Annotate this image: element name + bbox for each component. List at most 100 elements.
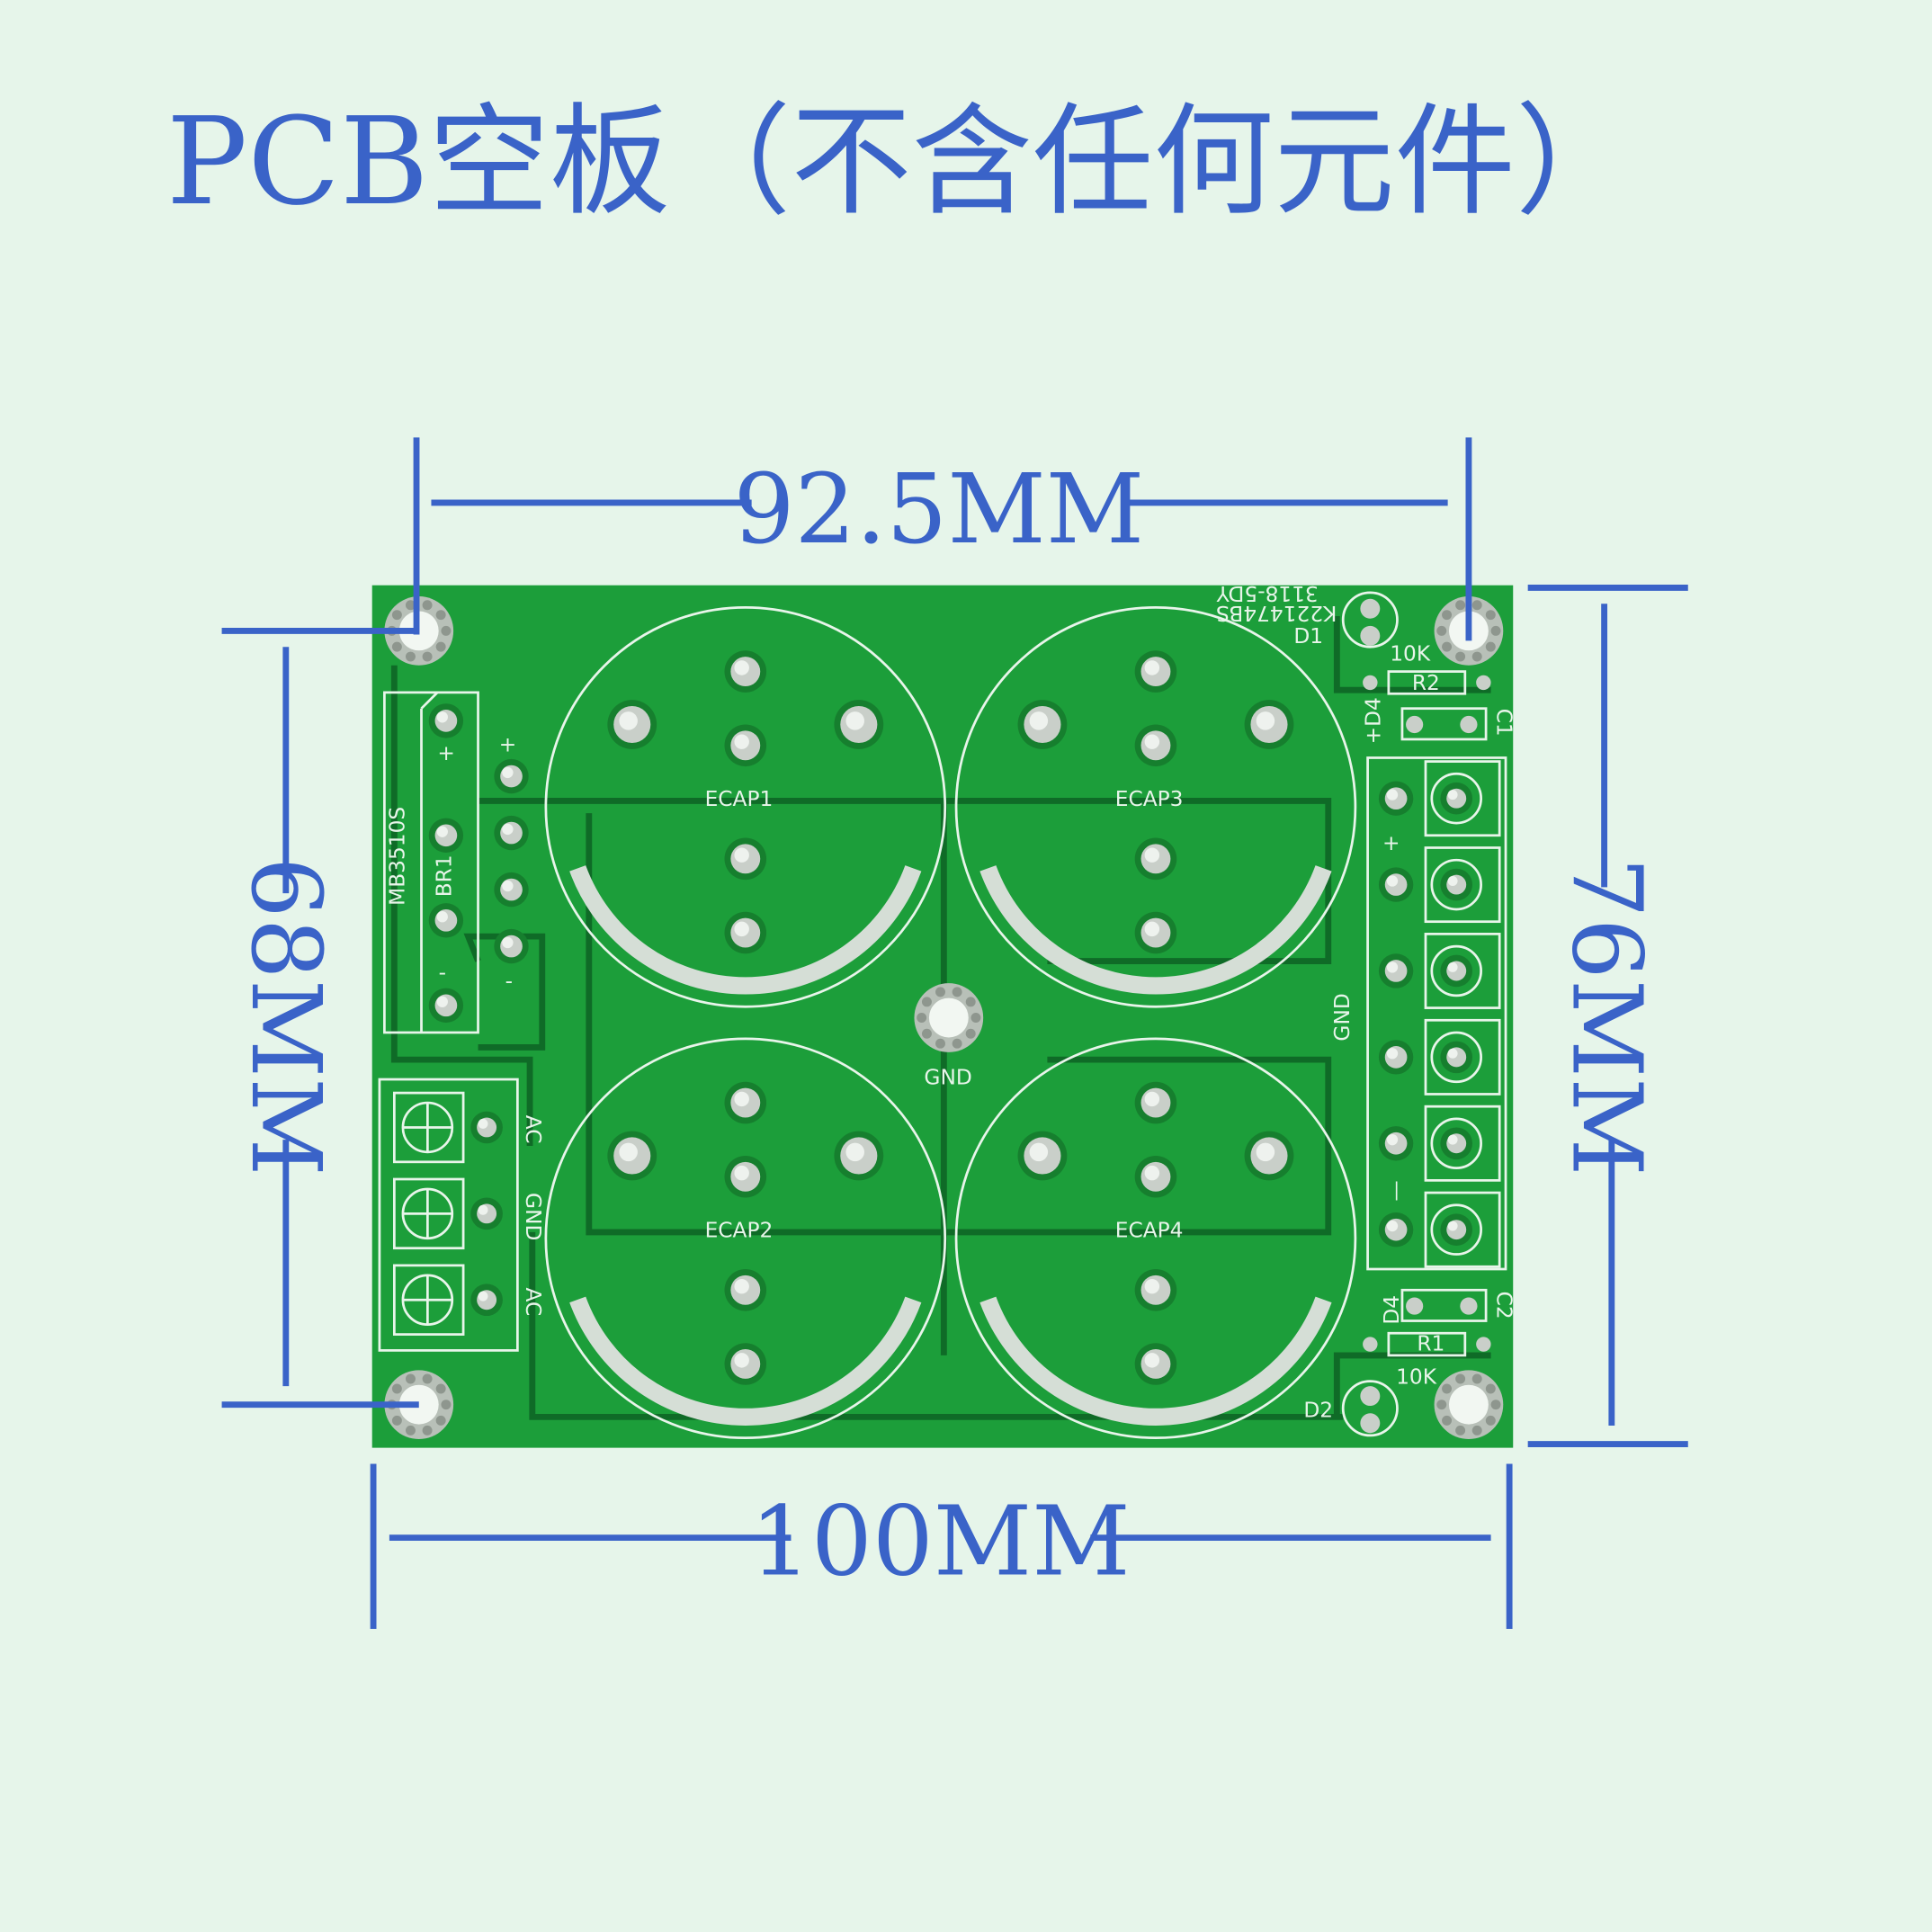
via — [1436, 1400, 1447, 1410]
screw-circle — [1430, 1031, 1482, 1084]
r2-value: 10K — [1390, 641, 1431, 666]
via — [422, 600, 433, 611]
capacitor-footprint — [544, 605, 947, 1008]
terminal-screw — [1424, 1191, 1501, 1268]
via — [1485, 641, 1496, 652]
via — [965, 1028, 976, 1039]
pad-highlight — [1029, 1142, 1049, 1162]
bridge-plus: + — [437, 741, 455, 765]
dimension-bottom-label: 100MM — [750, 1487, 1131, 1598]
pad-highlight — [502, 823, 514, 836]
pad-highlight — [1386, 1133, 1399, 1146]
terminal-screw — [1424, 1018, 1501, 1096]
pad-highlight — [436, 911, 448, 923]
via — [917, 1013, 927, 1024]
via — [1485, 1415, 1496, 1426]
code-2: 3118-5DY — [1216, 581, 1319, 605]
pad-highlight — [1256, 1142, 1275, 1162]
ecap2-label: ECAP2 — [705, 1218, 774, 1242]
copper-traces — [390, 615, 1491, 1420]
output-plus: + — [1382, 831, 1400, 855]
pad-highlight — [1386, 962, 1399, 973]
via — [952, 1038, 962, 1049]
terminal-screw — [1424, 846, 1501, 924]
input-terminal: AC GND AC — [378, 1078, 545, 1352]
pad-highlight — [1144, 1165, 1160, 1181]
pad-highlight — [734, 734, 749, 749]
r1-value: 10K — [1396, 1364, 1437, 1389]
terminal-screw — [392, 1264, 465, 1336]
pad-highlight — [1144, 734, 1160, 749]
input-label-gnd: GND — [521, 1193, 545, 1240]
via — [1471, 651, 1482, 662]
pad-highlight — [1386, 1048, 1399, 1060]
via — [1442, 1383, 1453, 1394]
dimension-left-label: 68MM — [229, 857, 341, 1176]
capacitor-polarity-band — [979, 865, 1332, 995]
via — [435, 610, 446, 621]
via — [391, 1415, 402, 1426]
terminal-screw — [392, 1091, 465, 1164]
capacitor-outline — [544, 1037, 947, 1440]
pad-highlight — [845, 711, 864, 730]
via — [1442, 641, 1453, 652]
ecap3-label: ECAP3 — [1115, 787, 1184, 811]
r1-label: R1 — [1417, 1331, 1445, 1355]
screw-circle — [1430, 1117, 1482, 1170]
pad-highlight — [1144, 660, 1160, 675]
via — [1436, 625, 1447, 636]
terminal-screw — [1424, 760, 1501, 837]
capacitor-polarity-band — [569, 865, 922, 995]
dimension-bottom: 100MM — [370, 1463, 1513, 1630]
terminal-screw — [1424, 1105, 1501, 1182]
via — [435, 1415, 446, 1426]
pad-highlight — [1144, 1353, 1160, 1368]
via — [1485, 1383, 1496, 1394]
input-label-ac-2: AC — [521, 1288, 545, 1317]
pad-highlight — [734, 1353, 749, 1368]
output-gnd: GND — [1330, 993, 1355, 1041]
pad-highlight — [478, 1291, 488, 1301]
pad-highlight — [1029, 711, 1049, 730]
pad-highlight — [619, 1142, 638, 1162]
via — [422, 1425, 433, 1436]
capacitor-outline — [954, 1037, 1357, 1440]
via — [1455, 1425, 1466, 1436]
pad-highlight — [1447, 1134, 1458, 1145]
via — [405, 600, 416, 611]
bridge-rectifier-footprint: MB3510S BR1 + - + - — [383, 691, 516, 1034]
pad-highlight — [845, 1142, 864, 1162]
via — [1455, 600, 1466, 611]
via — [1490, 625, 1501, 636]
terminal-screw — [392, 1177, 465, 1250]
output-terminal: + GND — — [1330, 756, 1507, 1271]
capacitor-outline — [544, 605, 947, 1008]
mounting-hole — [914, 983, 984, 1052]
via — [1471, 1373, 1482, 1384]
via — [1485, 610, 1496, 621]
ecap1-label: ECAP1 — [705, 787, 774, 811]
screw-circle — [1430, 772, 1482, 825]
via — [391, 641, 402, 652]
via — [1455, 1373, 1466, 1384]
pad-highlight — [734, 847, 749, 863]
pad-highlight — [1386, 875, 1399, 887]
via — [935, 1038, 945, 1049]
dimension-top-label: 92.5MM — [734, 454, 1145, 566]
via — [935, 987, 945, 997]
bridge-minus: - — [439, 961, 446, 985]
capacitor-footprint — [954, 1037, 1357, 1440]
via — [435, 1383, 446, 1394]
bridge-minus-2: - — [505, 970, 513, 994]
via — [1442, 610, 1453, 621]
d3-label: D4 — [1380, 1295, 1404, 1325]
pad-highlight — [502, 880, 514, 892]
capacitor-footprint — [954, 605, 1357, 1008]
pad-highlight — [502, 766, 514, 779]
small-components: D1 10K R2 C1 +D4 K221474BS 3118-5DY C2 D… — [1216, 581, 1516, 1437]
pad-highlight — [1144, 921, 1160, 937]
via — [405, 1425, 416, 1436]
pad-highlight — [1386, 789, 1399, 801]
pad-highlight — [734, 921, 749, 937]
